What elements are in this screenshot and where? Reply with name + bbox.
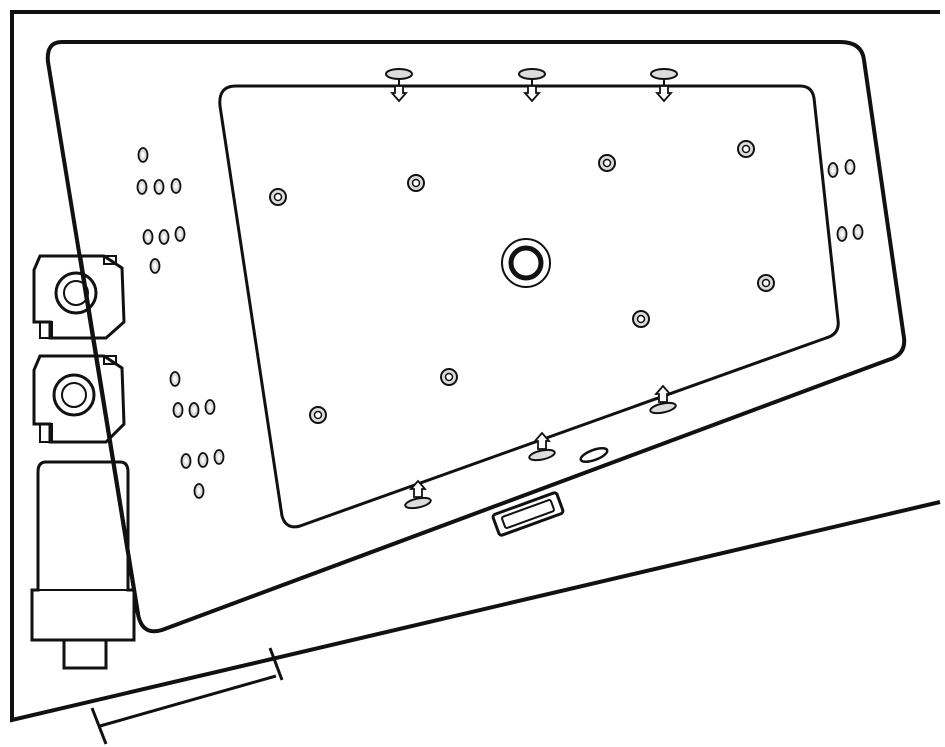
jet-nozzle-icon <box>269 188 287 206</box>
jet-nozzle-icon <box>757 274 775 292</box>
jet-nozzle-icon <box>844 159 856 175</box>
jet-nozzle-icon <box>136 179 148 195</box>
jet-nozzle-icon <box>632 310 650 328</box>
jet-nozzle-icon <box>598 154 616 172</box>
side-jets-right <box>827 159 864 242</box>
platform-outline <box>10 10 941 723</box>
floor-valve <box>501 238 551 288</box>
jet-nozzle-icon <box>153 179 165 195</box>
jet-nozzle-icon <box>197 452 209 468</box>
shoulder-jets <box>385 68 678 510</box>
pump-icon <box>52 373 96 417</box>
motor-unit <box>30 460 136 670</box>
drain <box>579 447 609 463</box>
shoulder-jet-icon <box>649 384 677 415</box>
overflow <box>491 491 565 537</box>
tub-rim <box>45 40 907 634</box>
shoulder-jet-icon <box>528 431 556 462</box>
jet-nozzle-icon <box>149 258 161 274</box>
jet-nozzle-icon <box>169 371 181 387</box>
jet-nozzle-icon <box>137 147 149 163</box>
pump-upper <box>32 254 126 340</box>
jet-nozzle-icon <box>309 406 327 424</box>
jet-nozzle-icon <box>170 178 182 194</box>
jet-nozzle-icon <box>180 453 192 469</box>
body-jets <box>269 140 775 424</box>
jet-nozzle-icon <box>407 174 425 192</box>
shoulder-jet-icon <box>518 68 546 103</box>
jet-nozzle-icon <box>142 229 154 245</box>
shoulder-jet-icon <box>650 68 678 103</box>
shoulder-jet-icon <box>404 479 432 510</box>
jet-nozzle-icon <box>188 402 200 418</box>
jet-nozzle-icon <box>836 226 848 242</box>
jet-nozzle-icon <box>193 483 205 499</box>
jet-nozzle-icon <box>852 224 864 240</box>
jet-nozzle-icon <box>737 140 755 158</box>
tub-basin <box>218 84 840 529</box>
pump-icon <box>54 271 98 315</box>
jet-nozzle-icon <box>440 368 458 386</box>
jet-nozzle-icon <box>174 226 186 242</box>
dimension-marker <box>90 647 284 745</box>
shoulder-jet-icon <box>385 68 413 103</box>
jet-nozzle-icon <box>158 229 170 245</box>
motor-icon <box>30 460 136 642</box>
jet-nozzle-icon <box>172 402 184 418</box>
back-jets-left <box>136 147 225 499</box>
jet-nozzle-icon <box>827 162 839 178</box>
pump-lower <box>32 354 126 444</box>
jet-nozzle-icon <box>213 449 225 465</box>
jet-nozzle-icon <box>204 399 216 415</box>
